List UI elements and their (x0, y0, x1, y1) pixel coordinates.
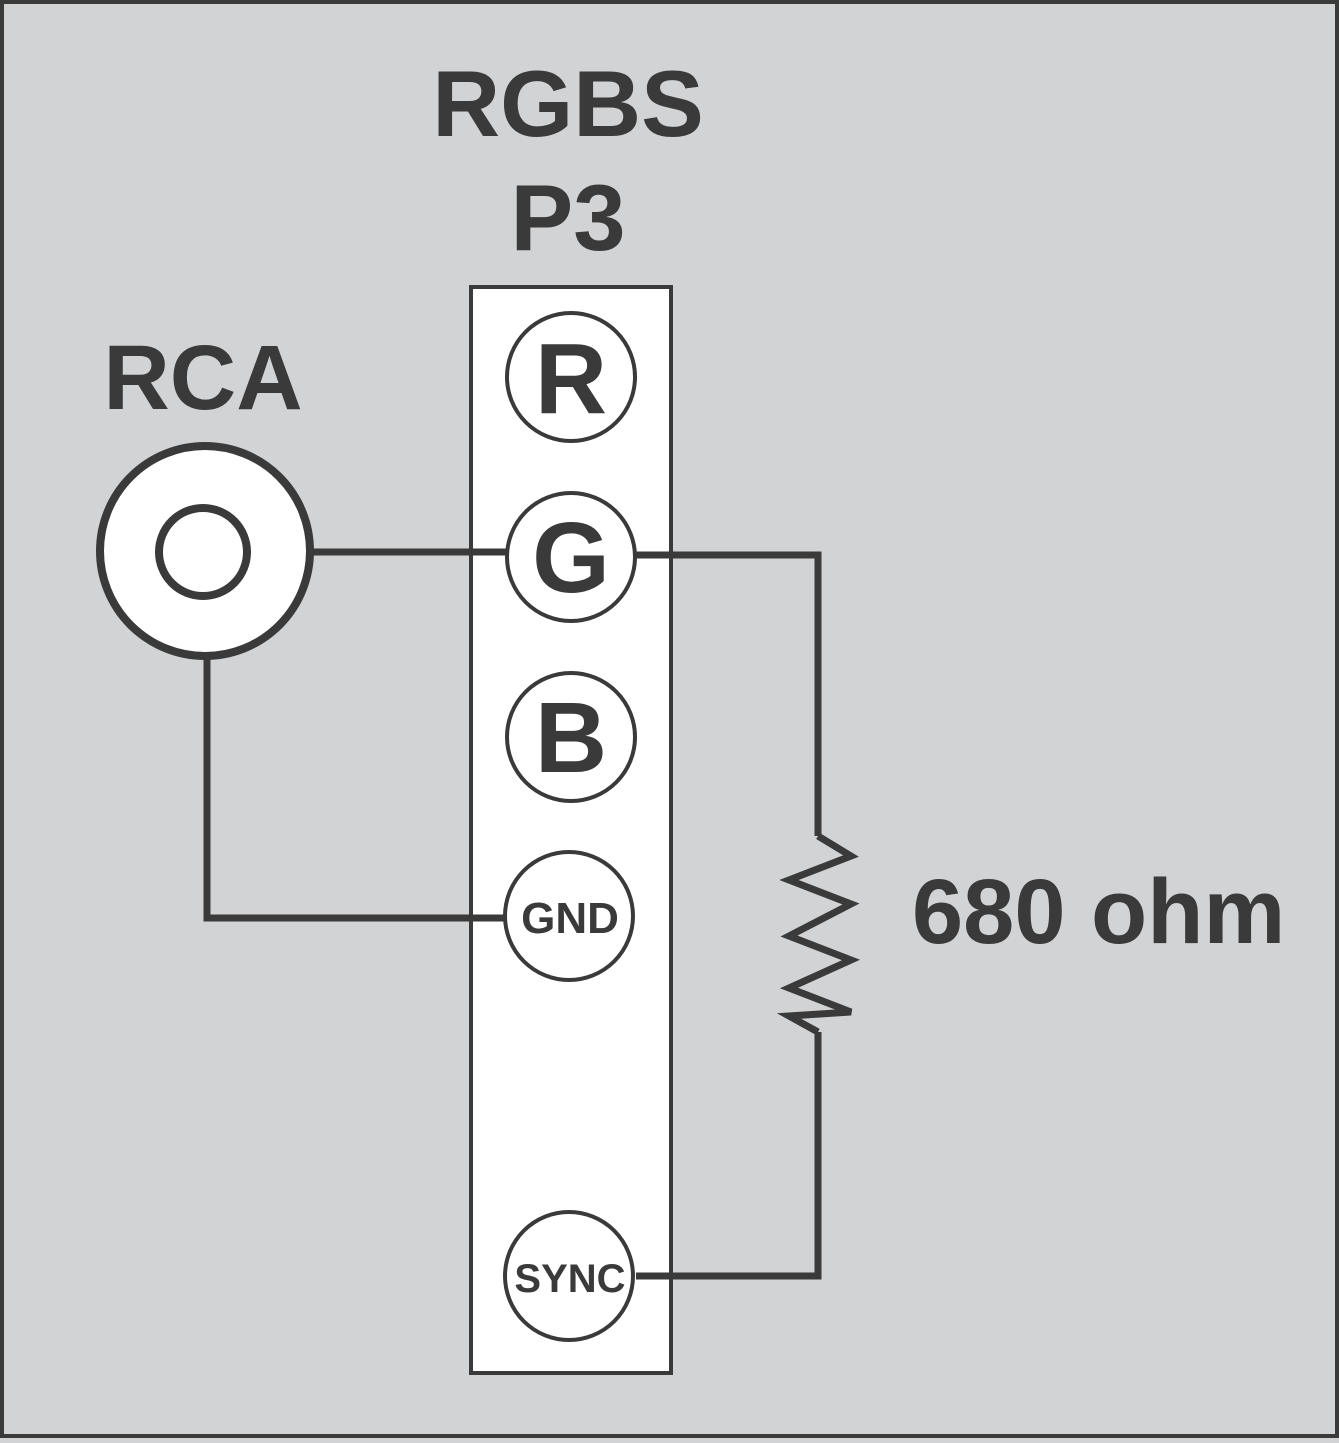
pin-sync: SYNC (503, 1210, 635, 1342)
pin-g-circle (505, 491, 637, 623)
pin-gnd-label: GND (521, 894, 619, 943)
rca-jack-center (155, 504, 251, 600)
connector-id: P3 (511, 165, 626, 270)
pin-b-label: B (535, 682, 607, 794)
pin-gnd-circle (503, 850, 635, 982)
pin-r: R (505, 311, 637, 443)
wire-resistor-to-sync (636, 1032, 822, 1280)
pin-b: B (505, 671, 637, 803)
connector-strip (469, 285, 673, 1375)
resistor-symbol (776, 833, 861, 1036)
resistor-value: 680 ohm (912, 861, 1285, 963)
rca-label: RCA (103, 327, 302, 429)
pin-g: G (505, 491, 637, 623)
wire-g-to-resistor (636, 551, 822, 836)
pin-gnd: GND (503, 850, 635, 982)
connector-title: RGBS (432, 51, 704, 156)
pin-sync-label: SYNC (514, 1257, 625, 1301)
pin-r-label: R (535, 323, 607, 435)
pin-sync-circle (503, 1210, 635, 1342)
pin-r-circle (505, 311, 637, 443)
pin-b-circle (505, 671, 637, 803)
pin-g-label: G (532, 502, 610, 614)
wire-rca-shield-to-gnd (203, 657, 506, 922)
